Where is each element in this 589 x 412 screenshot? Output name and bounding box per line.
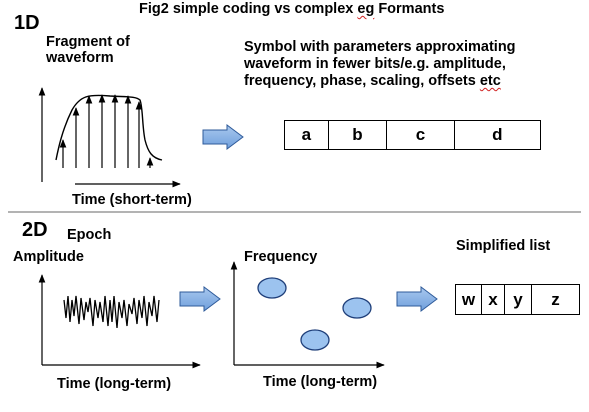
figure-title-tail: Formants <box>374 1 445 17</box>
epoch-label: Epoch <box>67 227 112 243</box>
formant-blob <box>342 297 372 319</box>
block-arrow-2d-right <box>396 286 438 312</box>
block-arrow-2d-left <box>179 286 221 312</box>
sample-arrows <box>59 94 154 168</box>
list-box-w: w <box>456 285 482 314</box>
symbol-description-line3: frequency, phase, scaling, offsets etc <box>244 73 516 90</box>
fragment-waveform-curve <box>55 94 163 161</box>
parameter-box-b: b <box>329 121 388 149</box>
simplified-list-boxes: w x y z <box>455 284 580 315</box>
fragment-label-line2: waveform <box>46 50 114 67</box>
formant-blob <box>300 329 330 351</box>
list-box-z: z <box>551 289 560 309</box>
symbol-description-line3-main: frequency, phase, scaling, offsets <box>244 73 480 90</box>
figure-title: Fig2 simple coding vs complex eg Formant… <box>139 1 444 17</box>
parameter-boxes: a b c d <box>284 120 541 150</box>
symbol-description-line2: waveform in fewer bits/e.g. amplitude, <box>244 56 506 73</box>
block-arrow-1d <box>202 124 244 150</box>
time-long-term-label-2: Time (long-term) <box>263 374 378 390</box>
simplified-list-label: Simplified list <box>456 238 551 254</box>
parameter-box-a: a <box>285 121 329 149</box>
formant-blob <box>257 277 287 299</box>
epoch-waveform <box>63 295 160 329</box>
figure-title-eg: eg <box>357 1 375 17</box>
fragment-label-line1: Fragment of <box>46 34 130 50</box>
section-label-1d: 1D <box>14 12 40 34</box>
symbol-description-line1: Symbol with parameters approximating <box>244 39 516 55</box>
section-label-2d: 2D <box>22 219 48 241</box>
symbol-description-etc: etc <box>479 73 501 90</box>
time-long-term-label-1: Time (long-term) <box>57 376 172 392</box>
parameter-box-d: d <box>492 125 503 144</box>
list-box-y: y <box>505 285 532 314</box>
list-box-x: x <box>482 285 505 314</box>
figure-title-main: Fig2 simple coding vs complex <box>139 1 358 17</box>
parameter-box-c: c <box>387 121 455 149</box>
frequency-label: Frequency <box>244 249 318 265</box>
amplitude-label: Amplitude <box>13 249 84 265</box>
time-short-term-label: Time (short-term) <box>72 192 192 208</box>
fragment-label: Fragment of waveform <box>46 34 130 66</box>
symbol-description: Symbol with parameters approximating wav… <box>244 39 516 90</box>
